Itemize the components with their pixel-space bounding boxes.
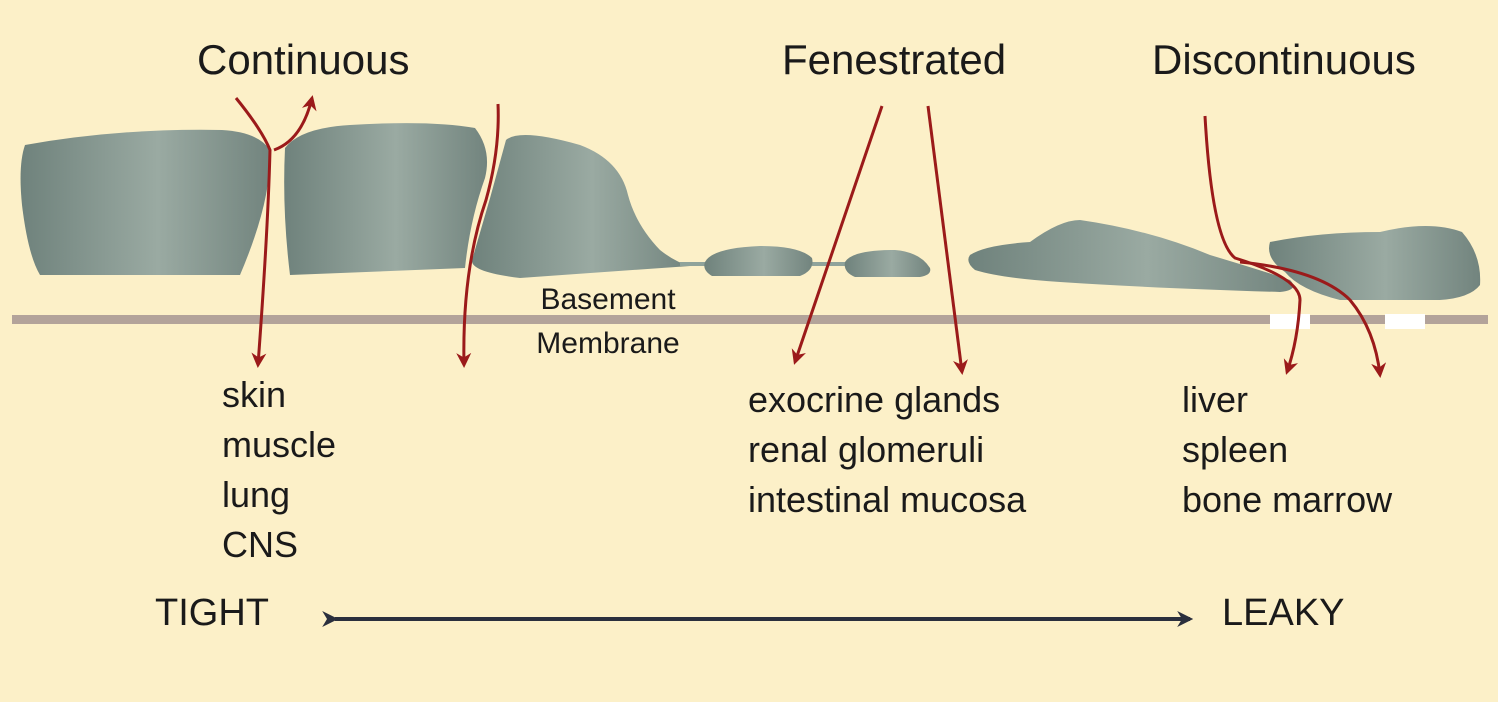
transport-arrow <box>791 105 884 365</box>
transport-arrow <box>1203 115 1302 375</box>
list-item: intestinal mucosa <box>748 479 1027 520</box>
transport-arrow <box>234 97 272 368</box>
list-item: skin <box>222 374 287 415</box>
transport-arrow <box>273 95 317 152</box>
basement-membrane-label: Basement Membrane <box>508 278 708 366</box>
endothelial-cell <box>284 123 488 275</box>
list-item: lung <box>222 474 291 515</box>
list-item: CNS <box>222 524 299 565</box>
endothelial-cell <box>1269 226 1481 300</box>
endothelial-cell <box>20 129 271 275</box>
continuous-tissue-list: skin muscle lung CNS <box>222 370 336 570</box>
basement-membrane-label-line1: Basement <box>540 283 676 316</box>
list-item: liver <box>1182 379 1249 420</box>
continuous-heading: Continuous <box>197 36 410 83</box>
endothelial-cell <box>704 246 813 276</box>
basement-membrane-label-line2: Membrane <box>536 327 680 360</box>
discontinuous-heading: Discontinuous <box>1152 36 1416 83</box>
fenestrated-tissue-list: exocrine glands renal glomeruli intestin… <box>748 375 1026 525</box>
transport-arrow <box>926 105 968 375</box>
membrane-gap <box>1385 314 1425 329</box>
transport-arrow <box>456 103 500 368</box>
endothelial-cell <box>471 135 690 278</box>
endothelial-cell <box>844 250 931 277</box>
transport-arrow <box>1239 260 1387 378</box>
basement-membrane-line <box>12 315 1488 324</box>
list-item: muscle <box>222 424 337 465</box>
endothelial-cell <box>968 220 1294 292</box>
tight-label: TIGHT <box>155 592 269 634</box>
fenestrated-heading: Fenestrated <box>782 36 1007 83</box>
list-item: spleen <box>1182 429 1289 470</box>
list-item: bone marrow <box>1182 479 1393 520</box>
list-item: renal glomeruli <box>748 429 985 470</box>
discontinuous-tissue-list: liver spleen bone marrow <box>1182 375 1392 525</box>
list-item: exocrine glands <box>748 379 1001 420</box>
membrane-gap <box>1270 314 1310 329</box>
leaky-label: LEAKY <box>1222 592 1345 634</box>
